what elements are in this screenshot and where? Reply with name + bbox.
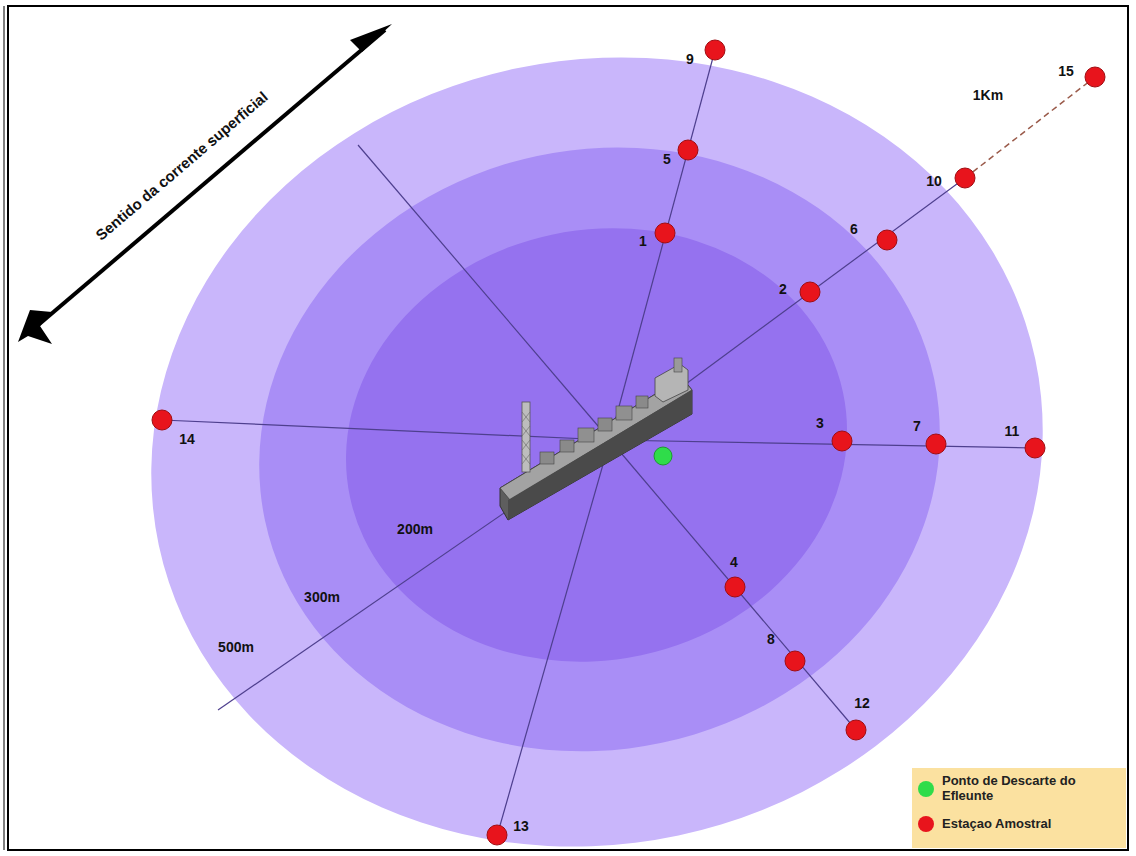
fpso-ship [500, 358, 692, 520]
radial-line [610, 440, 1035, 448]
station-dot [832, 431, 852, 451]
discharge-point [654, 447, 672, 465]
station-number: 8 [767, 632, 775, 647]
station-number: 10 [926, 174, 942, 189]
current-label: Sentido da corrente superficial [93, 88, 271, 243]
station-dot [1085, 67, 1105, 87]
legend-text: Ponto de Descarte do Efleunte [942, 774, 1122, 804]
station-dot [152, 410, 172, 430]
sampling-stations [152, 40, 1105, 845]
zone-500m [77, 0, 1116, 856]
station-number: 7 [913, 419, 921, 434]
station-dot [800, 282, 820, 302]
zone-200m [305, 182, 887, 707]
station-dot [1025, 438, 1045, 458]
legend-swatch [918, 781, 934, 797]
station-dot [487, 825, 507, 845]
station-number: 15 [1058, 64, 1074, 79]
station-dot [725, 577, 745, 597]
station-number: 5 [663, 152, 671, 167]
dashed-extension [965, 77, 1095, 178]
legend-entry: Ponto de Descarte do Efleunte [918, 774, 1122, 804]
frame-line [4, 6, 5, 850]
radial-line [610, 50, 715, 440]
station-number: 4 [730, 555, 738, 570]
station-dot [955, 168, 975, 188]
distance-label: 500m [218, 640, 254, 655]
distance-label: 200m [397, 522, 433, 537]
zone-300m [203, 85, 997, 814]
distance-label: 300m [304, 590, 340, 605]
legend-box: Ponto de Descarte do EfleunteEstaçao Amo… [912, 768, 1126, 848]
current-arrow [18, 24, 392, 344]
station-number: 2 [779, 282, 787, 297]
distance-label: 1Km [973, 88, 1003, 103]
zones [77, 0, 1116, 856]
radial-line [610, 178, 965, 440]
station-number: 1 [639, 234, 647, 249]
legend-entry: Estaçao Amostral [918, 816, 1122, 832]
station-dot [846, 720, 866, 740]
legend-swatch [918, 816, 934, 832]
station-dot [785, 651, 805, 671]
station-number: 11 [1005, 424, 1020, 439]
radial-line [610, 440, 856, 730]
station-dot [926, 434, 946, 454]
radial-line [358, 145, 610, 440]
station-number: 3 [816, 416, 824, 431]
station-number: 14 [179, 432, 195, 447]
station-number: 9 [686, 52, 694, 67]
radials [162, 50, 1035, 836]
station-dot [705, 40, 725, 60]
station-number: 12 [854, 696, 870, 711]
station-number: 6 [850, 222, 858, 237]
station-dot [877, 230, 897, 250]
legend-text: Estaçao Amostral [942, 817, 1122, 832]
station-dot [678, 140, 698, 160]
radial-line [162, 420, 610, 440]
station-dot [655, 223, 675, 243]
station-number: 13 [513, 819, 529, 834]
